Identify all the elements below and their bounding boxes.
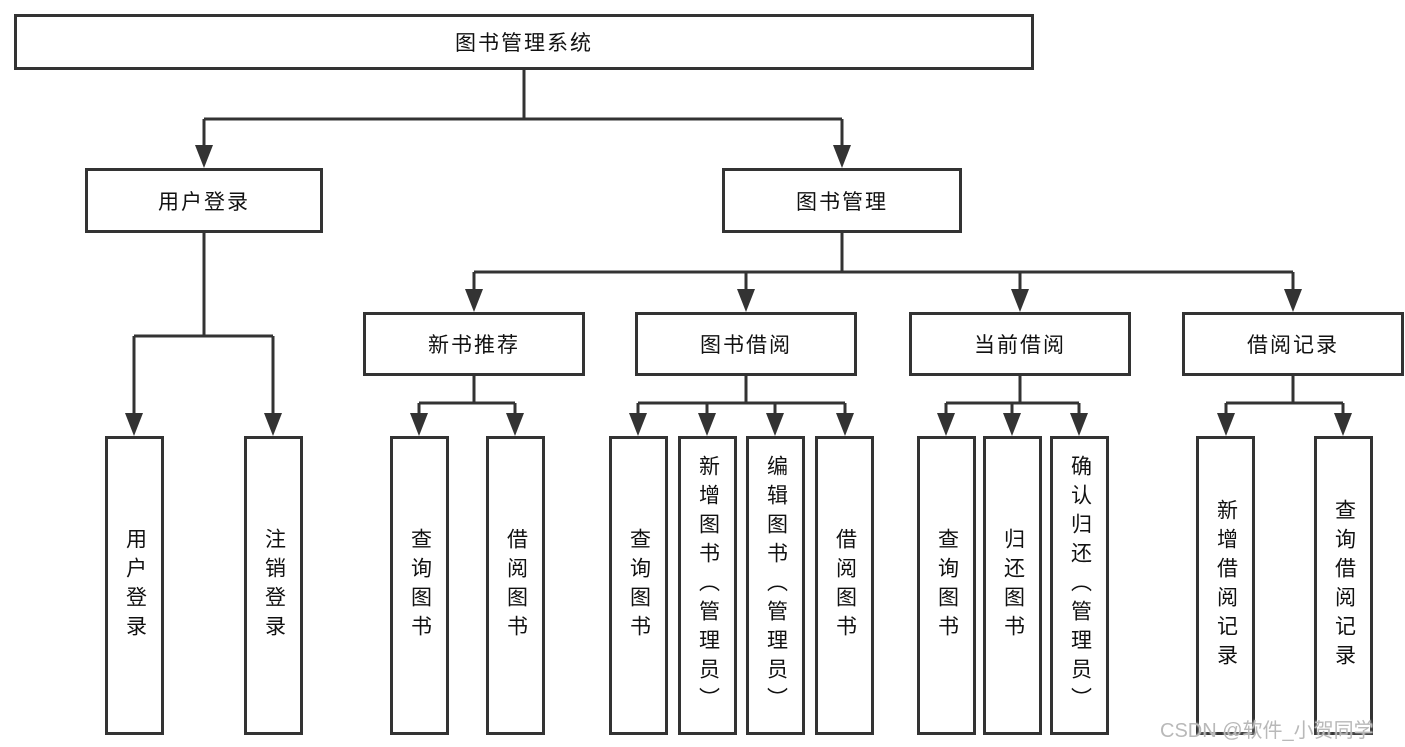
leaf-query-books-recommend-label: 查询图书 xyxy=(408,527,432,644)
csdn-watermark: CSDN @软件_小贺同学 xyxy=(1160,720,1374,742)
leaf-user-login: 用户登录 xyxy=(105,436,164,735)
node-root-library-system: 图书管理系统 xyxy=(14,14,1034,70)
connector-book-borrow-split xyxy=(629,376,854,436)
connector-current-borrow-split xyxy=(937,376,1088,436)
leaf-user-login-label: 用户登录 xyxy=(123,527,147,644)
leaf-borrow-books-recommend: 借阅图书 xyxy=(486,436,545,735)
connector-new-book-split xyxy=(410,376,524,436)
node-root-label: 图书管理系统 xyxy=(455,32,593,55)
node-book-borrow: 图书借阅 xyxy=(635,312,857,376)
leaf-return-books: 归还图书 xyxy=(983,436,1042,735)
node-user-login-label: 用户登录 xyxy=(158,190,250,214)
leaf-borrow-books-recommend-label: 借阅图书 xyxy=(504,527,528,644)
node-book-management-label: 图书管理 xyxy=(796,190,888,214)
leaf-confirm-return-admin: 确认归还（管理员） xyxy=(1050,436,1109,735)
node-book-management: 图书管理 xyxy=(722,168,962,233)
leaf-edit-books-admin: 编辑图书（管理员） xyxy=(746,436,805,735)
node-current-borrow: 当前借阅 xyxy=(909,312,1131,376)
node-user-login: 用户登录 xyxy=(85,168,323,233)
leaf-confirm-return-admin-label: 确认归还（管理员） xyxy=(1068,455,1092,716)
connector-root-split xyxy=(195,70,851,168)
node-book-borrow-label: 图书借阅 xyxy=(700,334,792,357)
leaf-query-borrow-record-label: 查询借阅记录 xyxy=(1332,498,1356,673)
leaf-add-books-admin-label: 新增图书（管理员） xyxy=(696,455,720,716)
node-borrow-record: 借阅记录 xyxy=(1182,312,1404,376)
leaf-add-books-admin: 新增图书（管理员） xyxy=(678,436,737,735)
leaf-query-borrow-record: 查询借阅记录 xyxy=(1314,436,1373,735)
connector-user-login-split xyxy=(125,233,282,436)
node-current-borrow-label: 当前借阅 xyxy=(974,334,1066,357)
leaf-add-borrow-record: 新增借阅记录 xyxy=(1196,436,1255,735)
leaf-add-borrow-record-label: 新增借阅记录 xyxy=(1214,498,1238,673)
leaf-query-books-current: 查询图书 xyxy=(917,436,976,735)
node-new-book-recommend-label: 新书推荐 xyxy=(428,334,520,357)
leaf-query-books-current-label: 查询图书 xyxy=(935,527,959,644)
connector-borrow-record-split xyxy=(1217,376,1352,436)
leaf-query-books-borrow: 查询图书 xyxy=(609,436,668,735)
leaf-borrow-books: 借阅图书 xyxy=(815,436,874,735)
leaf-borrow-books-label: 借阅图书 xyxy=(833,527,857,644)
leaf-logout-label: 注销登录 xyxy=(262,527,286,644)
connector-book-management-split xyxy=(465,233,1302,312)
leaf-query-books-recommend: 查询图书 xyxy=(390,436,449,735)
leaf-query-books-borrow-label: 查询图书 xyxy=(627,527,651,644)
leaf-logout: 注销登录 xyxy=(244,436,303,735)
leaf-edit-books-admin-label: 编辑图书（管理员） xyxy=(764,455,788,716)
node-new-book-recommend: 新书推荐 xyxy=(363,312,585,376)
leaf-return-books-label: 归还图书 xyxy=(1001,527,1025,644)
node-borrow-record-label: 借阅记录 xyxy=(1247,334,1339,357)
